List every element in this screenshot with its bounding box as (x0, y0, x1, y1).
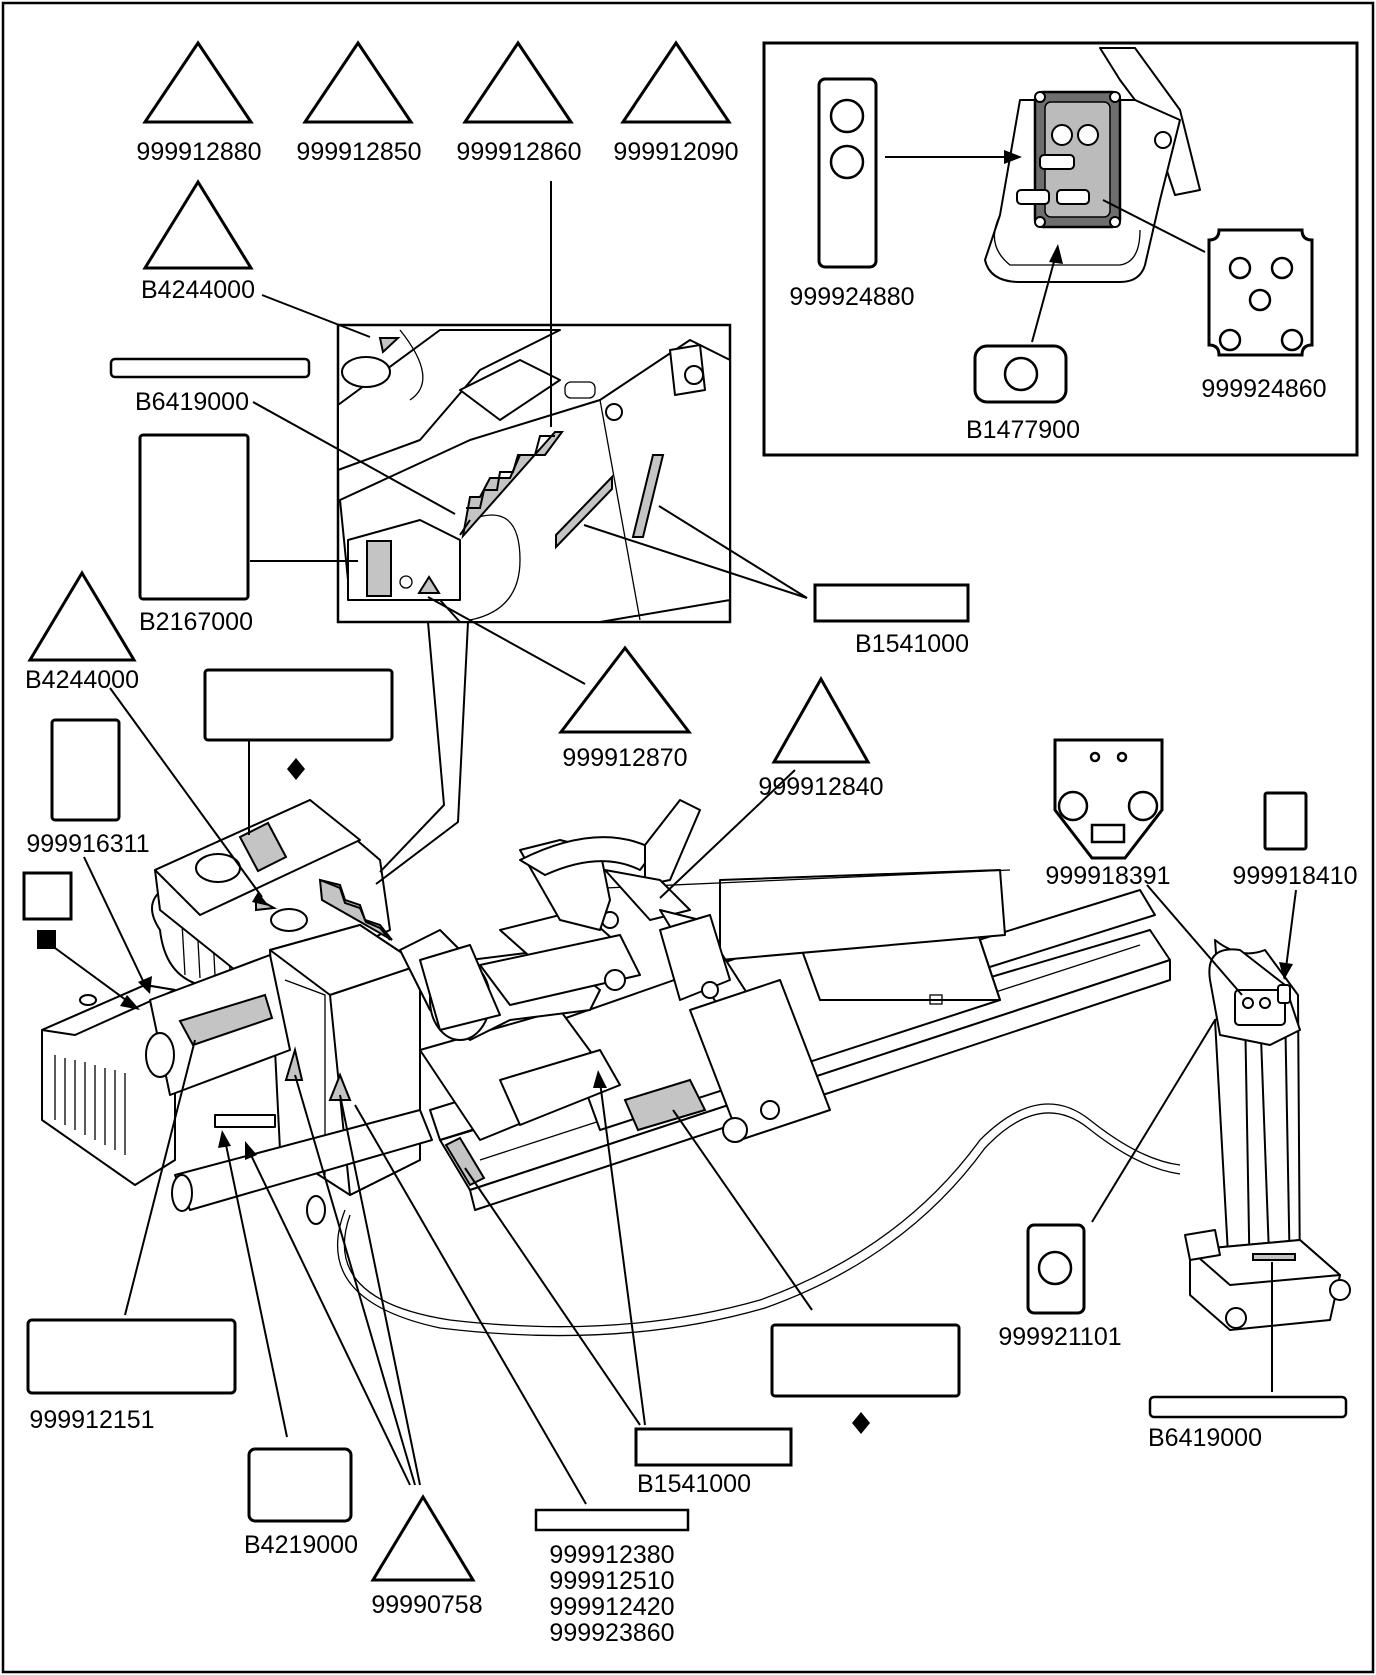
label-b6419000-left: B6419000 (135, 388, 249, 416)
warning-triangle-999912860 (462, 40, 574, 124)
rect-decal-b4219000 (247, 1447, 353, 1523)
label-999918391: 999918391 (1045, 862, 1170, 890)
large-decal-diamond-bottom (770, 1323, 961, 1398)
label-stack-line-3: 999912420 (549, 1593, 674, 1621)
bar-decal-b6419000-left (109, 357, 311, 379)
label-b6419000-right: B6419000 (1148, 1424, 1262, 1452)
rect-decal-b2167000 (138, 433, 250, 601)
decal-999912870-grey (417, 575, 441, 594)
decal-b4244000-grey (378, 337, 401, 354)
label-999912850: 999912850 (296, 138, 421, 166)
label-999918410: 999918410 (1232, 862, 1357, 890)
warning-triangle-99990758 (370, 1494, 476, 1582)
label-999916311: 999916311 (26, 830, 149, 858)
label-99990758: 99990758 (371, 1591, 482, 1619)
label-b1541000-top: B1541000 (855, 630, 969, 658)
rect-decal-999916311 (50, 718, 121, 822)
label-stack-line-4: 999923860 (549, 1619, 674, 1647)
decal-999912151-grey (178, 993, 274, 1047)
leader-lines (54, 181, 1297, 1505)
bottom-decals: 999912151 B4219000 99990758 999912380 99… (26, 1318, 961, 1647)
detail-view (336, 323, 732, 624)
bar-decal-stack (534, 1508, 690, 1532)
warning-triangle-b4244000-top (142, 179, 254, 270)
label-999912860: 999912860 (456, 138, 581, 166)
decal-grey-plate-main (623, 1078, 707, 1132)
warning-triangle-999912880 (142, 40, 254, 124)
rect-decal-999918410 (1263, 791, 1308, 851)
inset-control-panel: 999924880 B1477900 999924860 (762, 41, 1359, 457)
small-square-decal (22, 871, 73, 921)
right-decals: 999918391 999918410 999921101 B6419000 (998, 738, 1358, 1452)
bar-decal-b1541000-bottom (634, 1427, 793, 1467)
diamond-icon (287, 758, 305, 780)
decal-b6419000-grey-base (1252, 1253, 1296, 1261)
top-triangles: 999912880 999912850 999912860 999912090 … (136, 40, 739, 304)
warning-triangle-999912870 (557, 645, 693, 734)
bar-decal-b6419000-right (1148, 1395, 1348, 1419)
decal-grey-column-top (238, 821, 288, 873)
label-stack-line-1: 999912380 (549, 1541, 674, 1569)
label-999912840: 999912840 (758, 773, 883, 801)
label-999924860: 999924860 (1201, 375, 1326, 403)
label-stack-line-2: 999912510 (549, 1567, 674, 1595)
label-999912151: 999912151 (29, 1406, 154, 1434)
label-b4244000-top: B4244000 (141, 276, 255, 304)
decal-b1541000-grey-1 (555, 474, 613, 550)
label-999912870: 999912870 (562, 744, 687, 772)
decal-grey-mast-tri-2 (328, 1072, 352, 1101)
left-decals: B6419000 B2167000 B4244000 999916311 (22, 357, 394, 949)
decal-grey-mast-tri-1 (284, 1046, 304, 1081)
tire-changer-machine (41, 799, 1351, 1337)
label-b1541000-bottom: B1541000 (637, 1470, 751, 1498)
label-999912090: 999912090 (613, 138, 738, 166)
label-999912880: 999912880 (136, 138, 261, 166)
decal-b2167000-grey (366, 540, 392, 597)
warning-triangle-b4244000-left (27, 570, 137, 662)
label-b4244000-left: B4244000 (25, 666, 139, 694)
square-icon (37, 930, 56, 949)
label-b1477900: B1477900 (966, 416, 1080, 444)
label-b2167000: B2167000 (139, 608, 253, 636)
decal-b1541000-grey-slide (444, 1136, 486, 1187)
label-b4219000: B4219000 (244, 1531, 358, 1559)
warning-triangle-999912090 (620, 40, 732, 124)
warning-triangle-999912840 (771, 675, 871, 764)
label-999924880: 999924880 (789, 283, 914, 311)
plate-decal-999918391 (1053, 738, 1164, 860)
bar-decal-b1541000-top (813, 583, 970, 623)
warning-triangle-999912850 (302, 40, 414, 124)
diamond-icon-bottom (852, 1412, 870, 1434)
decal-b1541000-grey-2 (631, 454, 665, 538)
label-999921101: 999921101 (998, 1323, 1121, 1351)
large-decal-diamond-top (203, 668, 394, 742)
rect-decal-999912151 (26, 1318, 237, 1395)
